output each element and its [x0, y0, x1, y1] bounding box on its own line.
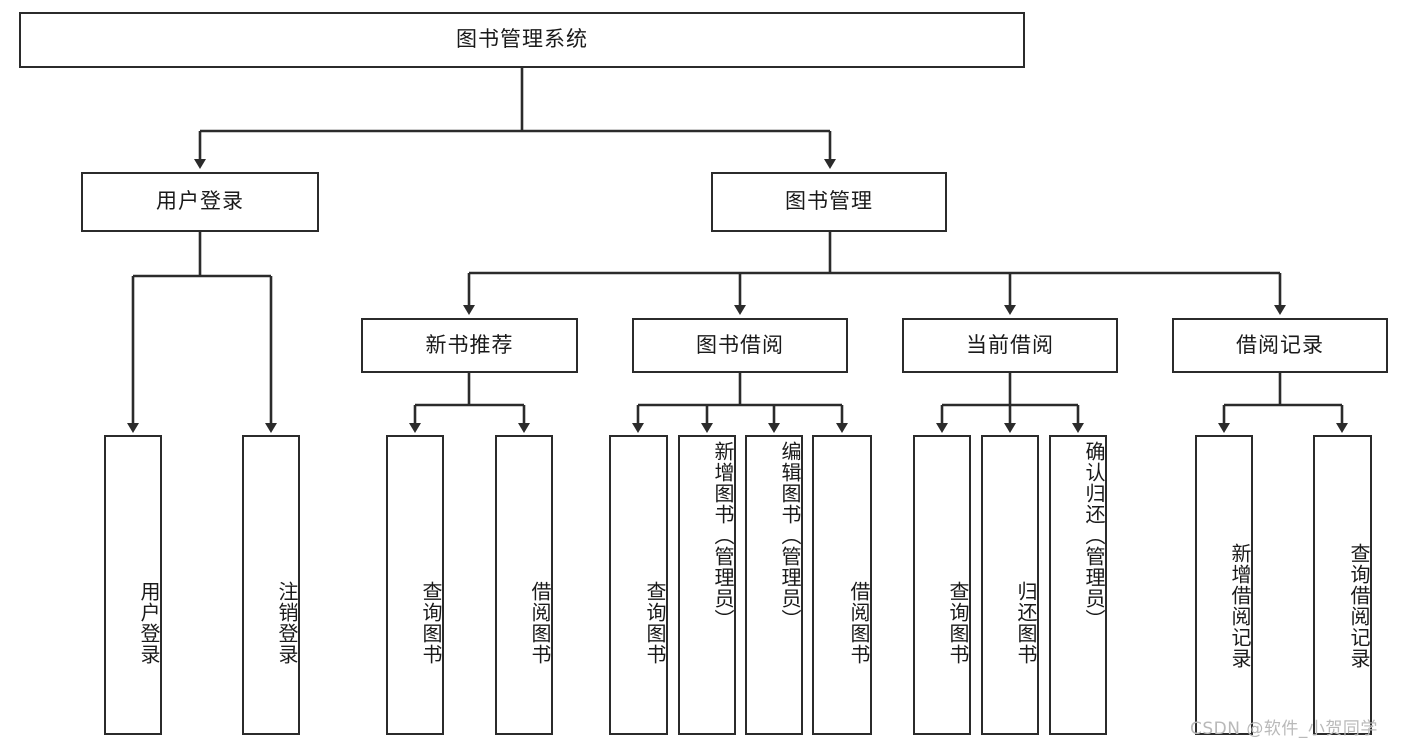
node-label: 借阅图书	[528, 581, 552, 665]
leaf-borrow-record-query-record[interactable]: 查询借阅记录	[1313, 435, 1372, 735]
node-label: 注销登录	[275, 581, 299, 665]
leaf-new-book-query-books[interactable]: 查询图书	[386, 435, 444, 735]
node-label: 借阅图书	[847, 581, 871, 665]
leaf-current-borrow-return-books[interactable]: 归还图书	[981, 435, 1039, 735]
node-label: 新增借阅记录	[1228, 543, 1252, 669]
node-root-book-management-system[interactable]: 图书管理系统	[19, 12, 1025, 68]
node-borrowing-records[interactable]: 借阅记录	[1172, 318, 1388, 373]
leaf-new-book-borrow-books[interactable]: 借阅图书	[495, 435, 553, 735]
node-new-book-recommendation[interactable]: 新书推荐	[361, 318, 578, 373]
leaf-user-login-logout[interactable]: 注销登录	[242, 435, 300, 735]
leaf-book-borrow-edit-book-admin[interactable]: 编辑图书（管理员）	[745, 435, 803, 735]
leaf-user-login-login[interactable]: 用户登录	[104, 435, 162, 735]
leaf-borrow-record-add-record[interactable]: 新增借阅记录	[1195, 435, 1253, 735]
node-book-management[interactable]: 图书管理	[711, 172, 947, 232]
node-label: 归还图书	[1014, 581, 1038, 665]
node-label: 图书管理	[785, 189, 873, 214]
node-label: 查询图书	[643, 581, 667, 665]
node-label: 用户登录	[156, 189, 244, 214]
node-current-borrowing[interactable]: 当前借阅	[902, 318, 1118, 373]
node-label: 查询借阅记录	[1347, 543, 1371, 669]
node-user-login[interactable]: 用户登录	[81, 172, 319, 232]
node-label: 图书管理系统	[456, 27, 588, 52]
node-book-borrowing[interactable]: 图书借阅	[632, 318, 848, 373]
node-label: 新增图书（管理员）	[711, 441, 735, 630]
node-label: 借阅记录	[1236, 332, 1324, 357]
leaf-book-borrow-query-books[interactable]: 查询图书	[609, 435, 668, 735]
node-label: 编辑图书（管理员）	[778, 441, 802, 630]
node-label: 图书借阅	[696, 332, 784, 357]
leaf-book-borrow-borrow-books[interactable]: 借阅图书	[812, 435, 872, 735]
node-label: 当前借阅	[966, 332, 1054, 357]
node-label: 新书推荐	[425, 332, 514, 357]
leaf-current-borrow-confirm-return-admin[interactable]: 确认归还（管理员）	[1049, 435, 1107, 735]
node-label: 查询图书	[419, 581, 443, 665]
node-label: 用户登录	[137, 581, 161, 665]
node-label: 确认归还（管理员）	[1082, 441, 1106, 630]
csdn-watermark: CSDN @软件_小贺同学	[1190, 719, 1378, 739]
leaf-book-borrow-add-book-admin[interactable]: 新增图书（管理员）	[678, 435, 736, 735]
node-label: 查询图书	[946, 581, 970, 665]
leaf-current-borrow-query-books[interactable]: 查询图书	[913, 435, 971, 735]
